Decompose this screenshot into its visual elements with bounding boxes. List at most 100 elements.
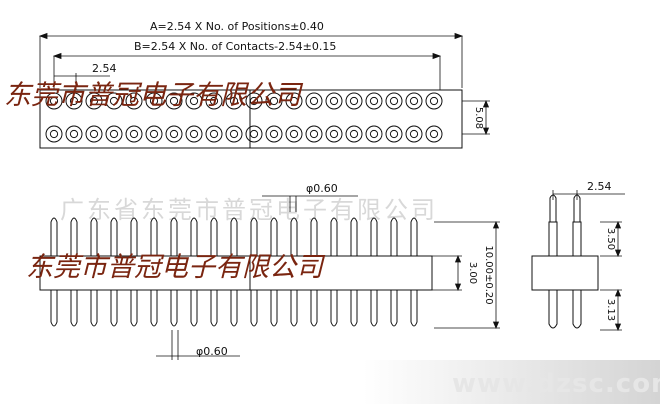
company-stamp-top: 东莞市普冠电子有限公司 xyxy=(4,80,304,111)
contact-outer xyxy=(125,125,143,143)
pin-lower xyxy=(370,289,378,327)
contact-outer xyxy=(265,92,283,110)
dimension-a xyxy=(38,32,464,88)
front-view xyxy=(39,217,433,327)
contact-inner xyxy=(329,129,339,139)
contact-inner xyxy=(369,96,379,106)
dimension-b-label: B=2.54 X No. of Contacts-2.54±0.15 xyxy=(134,40,336,53)
watermark-band xyxy=(0,360,660,404)
contact-inner xyxy=(269,129,279,139)
contact-outer xyxy=(365,92,383,110)
pin-upper xyxy=(130,217,138,257)
pin-lower xyxy=(410,289,418,327)
contact-outer xyxy=(185,92,203,110)
contact-outer xyxy=(345,92,363,110)
dimension-a-label: A=2.54 X No. of Positions±0.40 xyxy=(150,20,324,33)
contact-inner xyxy=(409,96,419,106)
pin-upper xyxy=(370,217,378,257)
pin-lower xyxy=(130,289,138,327)
contact-outer xyxy=(285,92,303,110)
contact-inner xyxy=(209,96,219,106)
contact-inner xyxy=(229,129,239,139)
top-view xyxy=(39,89,463,149)
contact-inner xyxy=(189,129,199,139)
side-housing xyxy=(531,255,599,291)
pin-upper xyxy=(330,217,338,257)
contact-outer xyxy=(165,125,183,143)
pin-lower xyxy=(70,289,78,327)
side-pin-right-upper-shank xyxy=(572,221,582,257)
contact-inner xyxy=(129,129,139,139)
pin-upper xyxy=(70,217,78,257)
contact-outer xyxy=(245,125,263,143)
contact-outer xyxy=(185,125,203,143)
dimension-pitch-side xyxy=(552,190,625,200)
contact-outer xyxy=(145,125,163,143)
contact-outer xyxy=(65,125,83,143)
pin-upper xyxy=(270,217,278,257)
dimension-pitch-top xyxy=(54,73,110,90)
contact-outer xyxy=(205,125,223,143)
contact-outer xyxy=(305,125,323,143)
contact-inner xyxy=(89,96,99,106)
pin-lower xyxy=(90,289,98,327)
pin-lower xyxy=(50,289,58,327)
dimension-upper-pin xyxy=(600,220,622,258)
contact-inner xyxy=(69,96,79,106)
side-pin-right-lower xyxy=(572,289,582,329)
dimension-total-height-label: 10.00±0.20 xyxy=(483,245,494,304)
pin-lower xyxy=(350,289,358,327)
contact-outer xyxy=(45,125,63,143)
contact-inner xyxy=(89,129,99,139)
pin-lower xyxy=(390,289,398,327)
pin-upper xyxy=(50,217,58,257)
contact-outer xyxy=(65,92,83,110)
dimension-b xyxy=(52,52,442,90)
top-view-contacts xyxy=(45,92,443,143)
contact-outer xyxy=(285,125,303,143)
dimension-lower-pin-label: 3.13 xyxy=(605,299,616,321)
dimension-pin-diameter-bottom-label: φ0.60 xyxy=(196,345,228,358)
contact-inner xyxy=(429,129,439,139)
pin-lower xyxy=(150,289,158,327)
pin-lower xyxy=(330,289,338,327)
dimension-pin-diameter-top xyxy=(262,195,358,212)
contact-inner xyxy=(349,129,359,139)
company-stamp-middle: 东莞市普冠电子有限公司 xyxy=(26,252,326,283)
side-pin-left-lower xyxy=(548,289,558,329)
contact-outer xyxy=(365,125,383,143)
contact-inner xyxy=(349,96,359,106)
pin-upper xyxy=(410,217,418,257)
contact-outer xyxy=(85,125,103,143)
contact-inner xyxy=(149,129,159,139)
pin-upper xyxy=(390,217,398,257)
contact-inner xyxy=(389,129,399,139)
contact-outer xyxy=(265,125,283,143)
contact-inner xyxy=(169,129,179,139)
contact-outer xyxy=(245,92,263,110)
dimension-row-spacing xyxy=(462,99,490,136)
contact-outer xyxy=(145,92,163,110)
pin-upper xyxy=(150,217,158,257)
contact-inner xyxy=(409,129,419,139)
dimension-upper-pin-label: 3.50 xyxy=(605,228,616,250)
contact-inner xyxy=(369,129,379,139)
contact-inner xyxy=(49,129,59,139)
pin-upper xyxy=(250,217,258,257)
contact-inner xyxy=(429,96,439,106)
contact-inner xyxy=(49,96,59,106)
pin-lower xyxy=(290,289,298,327)
pin-upper xyxy=(190,217,198,257)
pin-lower xyxy=(210,289,218,327)
pin-upper xyxy=(310,217,318,257)
dimension-pitch-side-label: 2.54 xyxy=(587,180,612,193)
pin-lower xyxy=(190,289,198,327)
front-view-housing xyxy=(39,255,433,291)
contact-inner xyxy=(249,96,259,106)
contact-outer xyxy=(225,92,243,110)
contact-outer xyxy=(425,125,443,143)
contact-outer xyxy=(105,92,123,110)
contact-inner xyxy=(249,129,259,139)
contact-inner xyxy=(69,129,79,139)
contact-inner xyxy=(329,96,339,106)
